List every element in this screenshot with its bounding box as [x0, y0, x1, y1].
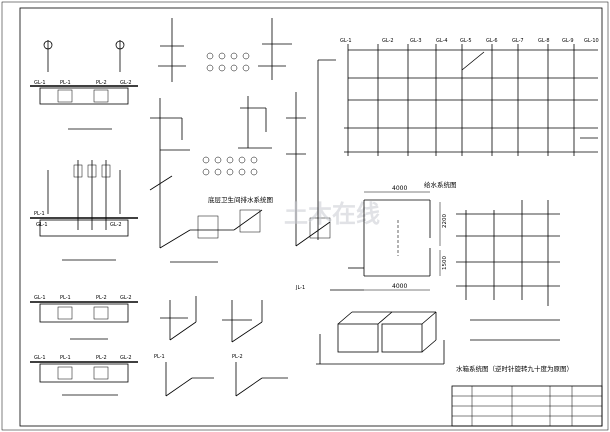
- label-gl2-d: GL-2: [120, 355, 132, 361]
- label-pl2-c: PL-2: [96, 295, 107, 301]
- small-isometric-3: [165, 362, 214, 397]
- bathroom-elevation-4: [30, 361, 138, 396]
- label-gl7-top: GL-7: [512, 38, 524, 44]
- label-pl2-a: PL-2: [96, 80, 107, 86]
- label-gl6-top: GL-6: [486, 38, 498, 44]
- tank-isometric: [316, 311, 560, 365]
- label-gl9-top: GL-9: [562, 38, 574, 44]
- fixture-grid: [202, 156, 258, 176]
- dimension-4000-bottom: 4000: [392, 283, 407, 290]
- small-isometric-2: [222, 300, 263, 343]
- label-gl4-top: GL-4: [436, 38, 448, 44]
- label-gl5-top: GL-5: [460, 38, 472, 44]
- hot-water-riser: [456, 200, 560, 306]
- watermark-text: 土木在线: [284, 200, 380, 228]
- label-gl1-top: GL-1: [340, 38, 352, 44]
- bathroom-elevation-1: [30, 40, 138, 130]
- label-pl1-a: PL-1: [60, 80, 71, 86]
- label-gl2-b: GL-2: [110, 222, 122, 228]
- label-jl1: JL-1: [295, 285, 305, 291]
- label-pl1-e: PL-1: [154, 354, 165, 360]
- floor-bath-drainage-title: 底层卫生间排水系统图: [208, 195, 273, 204]
- dimension-4000-top: 4000: [392, 185, 407, 192]
- label-pl1-b: PL-1: [34, 211, 45, 217]
- drainage-isometric-right: [286, 92, 331, 247]
- drainage-isometric-center: [238, 96, 272, 149]
- sheet-inner-border: [19, 7, 603, 427]
- label-pl2-d: PL-2: [96, 355, 107, 361]
- dimension-1500: 1500: [442, 256, 448, 270]
- label-gl10-top: GL-10: [584, 38, 599, 44]
- label-gl3-top: GL-3: [410, 38, 422, 44]
- small-isometric-4: [235, 362, 288, 397]
- label-gl2-c: GL-2: [120, 295, 132, 301]
- bathroom-elevation-3: [30, 301, 138, 340]
- label-gl8-top: GL-8: [538, 38, 550, 44]
- label-gl2-top: GL-2: [382, 38, 394, 44]
- label-gl2-a: GL-2: [120, 80, 132, 86]
- label-pl1-d: PL-1: [60, 355, 71, 361]
- label-gl1-a: GL-1: [34, 80, 46, 86]
- water-supply-title: 给水系统图: [424, 180, 457, 189]
- label-pl1-c: PL-1: [60, 295, 71, 301]
- water-supply-system: [317, 44, 598, 240]
- label-gl1-b: GL-1: [36, 222, 48, 228]
- tank-dimension-diagram: [330, 191, 441, 291]
- dimension-2200: 2200: [442, 214, 448, 228]
- hot-water-title: 水箱系统图（逆时针旋转九十度为原图）: [456, 364, 573, 373]
- drainage-isometric-left: [149, 98, 263, 263]
- label-gl1-d: GL-1: [34, 355, 46, 361]
- drainage-riser-top: [158, 18, 292, 82]
- label-pl2-e: PL-2: [232, 354, 243, 360]
- bathroom-elevation-2: [30, 160, 138, 261]
- small-isometric-1: [160, 296, 197, 341]
- title-block: [451, 385, 603, 427]
- label-gl1-c: GL-1: [34, 295, 46, 301]
